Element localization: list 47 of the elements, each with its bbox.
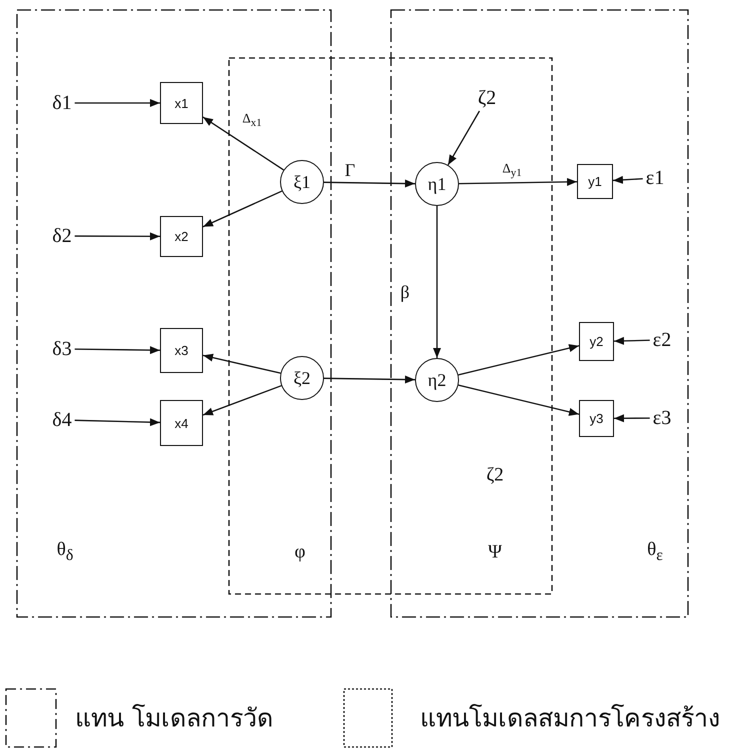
arrow (74, 99, 160, 107)
error-term: ζ2 (478, 88, 496, 108)
indicator-box: x2 (160, 216, 203, 257)
arrow (202, 190, 282, 228)
indicator-box: x1 (160, 82, 203, 124)
arrow (458, 384, 580, 416)
error-term: δ2 (52, 226, 72, 246)
error-term: ε1 (646, 168, 664, 188)
indicator-box: x4 (160, 400, 203, 446)
arrow (458, 178, 578, 186)
arrow (433, 206, 441, 358)
error-term: δ3 (52, 339, 72, 359)
edge-label: Γ (342, 161, 358, 179)
arrow (612, 176, 643, 184)
error-term: δ4 (52, 410, 72, 430)
error-term: ε3 (652, 408, 672, 428)
arrow (202, 116, 284, 170)
latent-circle: ξ1 (280, 160, 324, 204)
latent-circle: η2 (415, 358, 459, 402)
indicator-box: x3 (160, 328, 203, 373)
arrow (202, 385, 282, 416)
arrow (202, 354, 281, 374)
arrow (324, 376, 416, 384)
legend-text: แทน โมเดลการวัด (75, 706, 273, 730)
parameter-label: θ$_{ε}$ (647, 540, 663, 564)
indicator-box: y1 (577, 164, 613, 199)
arrow (74, 346, 160, 354)
edge-label: Δ$_{x1}$ (240, 111, 264, 129)
arrow (74, 232, 160, 240)
indicator-box: y3 (579, 400, 614, 437)
arrow (614, 336, 650, 345)
arrow (448, 110, 480, 166)
edge-label: Δ$_{y1}$ (500, 161, 524, 179)
arrow (74, 418, 160, 426)
parameter-label: φ (294, 542, 306, 562)
indicator-box: y2 (579, 322, 614, 361)
latent-circle: ξ2 (280, 356, 324, 400)
error-term: ε2 (652, 330, 672, 350)
error-term: δ1 (52, 93, 72, 113)
parameter-label: Ψ (488, 542, 502, 562)
arrow (324, 180, 416, 188)
arrow (458, 344, 580, 376)
parameter-label: θ$_{δ}$ (56, 540, 74, 564)
arrow (614, 414, 650, 422)
legend-text: แทนโมเดลสมการโครงสร้าง (420, 706, 720, 730)
parameter-label: ζ2 (486, 466, 504, 484)
latent-circle: η1 (415, 162, 459, 206)
